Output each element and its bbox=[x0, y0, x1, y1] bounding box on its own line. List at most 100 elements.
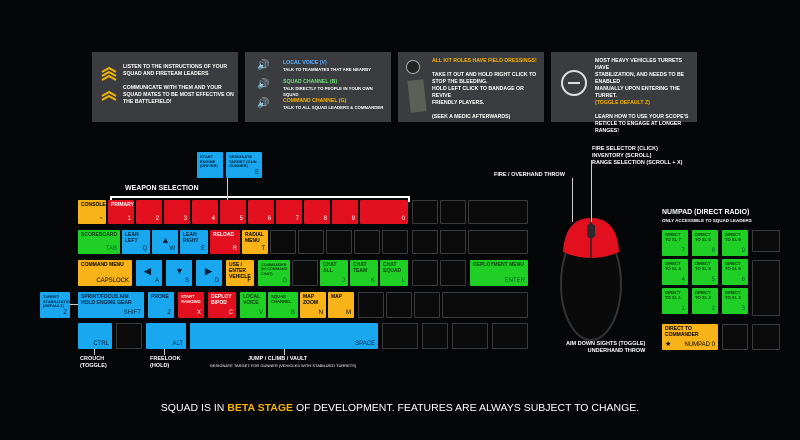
key-turret-stabilization[interactable]: TURRET STABILIZATION (DEFAULT)Z bbox=[40, 292, 73, 318]
numpad-key-number: 7 bbox=[681, 248, 685, 254]
key-backspace[interactable] bbox=[468, 200, 528, 224]
crouch-label: CROUCH (TOGGLE) bbox=[80, 356, 107, 370]
key-6[interactable]: 6 bbox=[248, 200, 274, 224]
key-minus[interactable] bbox=[412, 200, 438, 224]
key-4[interactable]: 4 bbox=[192, 200, 218, 224]
key-9[interactable]: 9 bbox=[332, 200, 358, 224]
arrow-left-icon: ◀ bbox=[144, 266, 151, 276]
key-designate[interactable]: DESIGNATE TARGET (GUN GUNNER)E bbox=[226, 152, 262, 178]
key-period[interactable] bbox=[386, 292, 412, 318]
key-h[interactable] bbox=[292, 260, 318, 286]
fire-label: FIRE / OVERHAND THROW bbox=[494, 172, 565, 178]
key-d[interactable]: ▶D bbox=[196, 260, 222, 286]
key-alt-freelook[interactable]: ALT bbox=[146, 323, 186, 349]
key-backslash[interactable] bbox=[468, 230, 528, 254]
numpad-period[interactable] bbox=[722, 324, 748, 350]
key-quote[interactable] bbox=[440, 260, 466, 286]
key-u[interactable] bbox=[298, 230, 324, 254]
key-i[interactable] bbox=[326, 230, 352, 254]
key-win[interactable] bbox=[116, 323, 142, 349]
key-s[interactable]: ▼S bbox=[166, 260, 192, 286]
key-right-ctrl[interactable] bbox=[492, 323, 528, 349]
key-equals[interactable] bbox=[440, 200, 466, 224]
key-bracket-right[interactable] bbox=[440, 230, 466, 254]
numpad-plus[interactable] bbox=[752, 260, 780, 316]
key-right-alt[interactable] bbox=[382, 323, 418, 349]
key-w[interactable]: ▲W bbox=[152, 230, 178, 254]
voice-title: Command Channel (G) bbox=[283, 98, 347, 104]
arrow-up-icon: ▲ bbox=[161, 235, 170, 245]
key-g-commander[interactable]: COMMANDER (IN COMMAND CHAT)G bbox=[258, 260, 290, 286]
key-2[interactable]: 2 bbox=[136, 200, 162, 224]
key-slash[interactable] bbox=[414, 292, 440, 318]
arrow-right-icon: ▶ bbox=[205, 266, 212, 276]
weapon-selection-label: WEAPON SELECTION bbox=[122, 185, 202, 192]
numpad-key-number: 1 bbox=[681, 306, 685, 312]
voice-title: Local Voice (V) bbox=[283, 60, 327, 66]
reticle-icon bbox=[561, 70, 587, 96]
voice-desc: Talk to all squad leaders & commander bbox=[283, 105, 384, 111]
key-8[interactable]: 8 bbox=[304, 200, 330, 224]
numpad-slash[interactable] bbox=[752, 230, 780, 252]
key-3[interactable]: 3 bbox=[164, 200, 190, 224]
numpad-0-commander[interactable]: DIRECT TO COMMANDER ★ NUMPAD 0 bbox=[662, 324, 718, 350]
key-o[interactable] bbox=[354, 230, 380, 254]
voice-desc: Talk to teammates that are nearby bbox=[283, 67, 372, 73]
voice-title: Squad Channel (B) bbox=[283, 79, 338, 85]
key-ctrl-crouch[interactable]: CTRL bbox=[78, 323, 112, 349]
chevron-rank-icon bbox=[100, 66, 118, 106]
key-right-shift[interactable] bbox=[442, 292, 528, 318]
key-start-engine[interactable]: START ENGINE (DRIVER) bbox=[197, 152, 223, 178]
card-text: All kit roles have field dressings! Take… bbox=[432, 58, 537, 121]
jump-label: JUMP / CLIMB / VAULT bbox=[248, 356, 308, 362]
jump-sublabel: DESIGNATE TARGET FOR GUNNER (VEHICLES WI… bbox=[210, 363, 357, 368]
key-menu[interactable] bbox=[452, 323, 488, 349]
key-7[interactable]: 7 bbox=[276, 200, 302, 224]
key-a[interactable]: ◀A bbox=[136, 260, 162, 286]
numpad-key-number: 3 bbox=[741, 306, 745, 312]
key-space-jump[interactable]: SPACE bbox=[190, 323, 378, 349]
key-5[interactable]: 5 bbox=[220, 200, 246, 224]
numpad-key-number: 4 bbox=[681, 277, 685, 283]
numpad-key-label: DIRECT TO SL 6 bbox=[725, 261, 741, 271]
key-semicolon[interactable] bbox=[412, 260, 438, 286]
numpad-enter[interactable] bbox=[752, 324, 780, 350]
key-fn[interactable] bbox=[422, 323, 448, 349]
key-console[interactable]: CONSOLE~ bbox=[78, 200, 106, 224]
key-p[interactable] bbox=[382, 230, 408, 254]
key-bracket-left[interactable] bbox=[412, 230, 438, 254]
key-0[interactable]: 0 bbox=[360, 200, 408, 224]
key-comma[interactable] bbox=[358, 292, 384, 318]
numpad-key-number: 9 bbox=[741, 248, 745, 254]
key-y[interactable] bbox=[270, 230, 296, 254]
